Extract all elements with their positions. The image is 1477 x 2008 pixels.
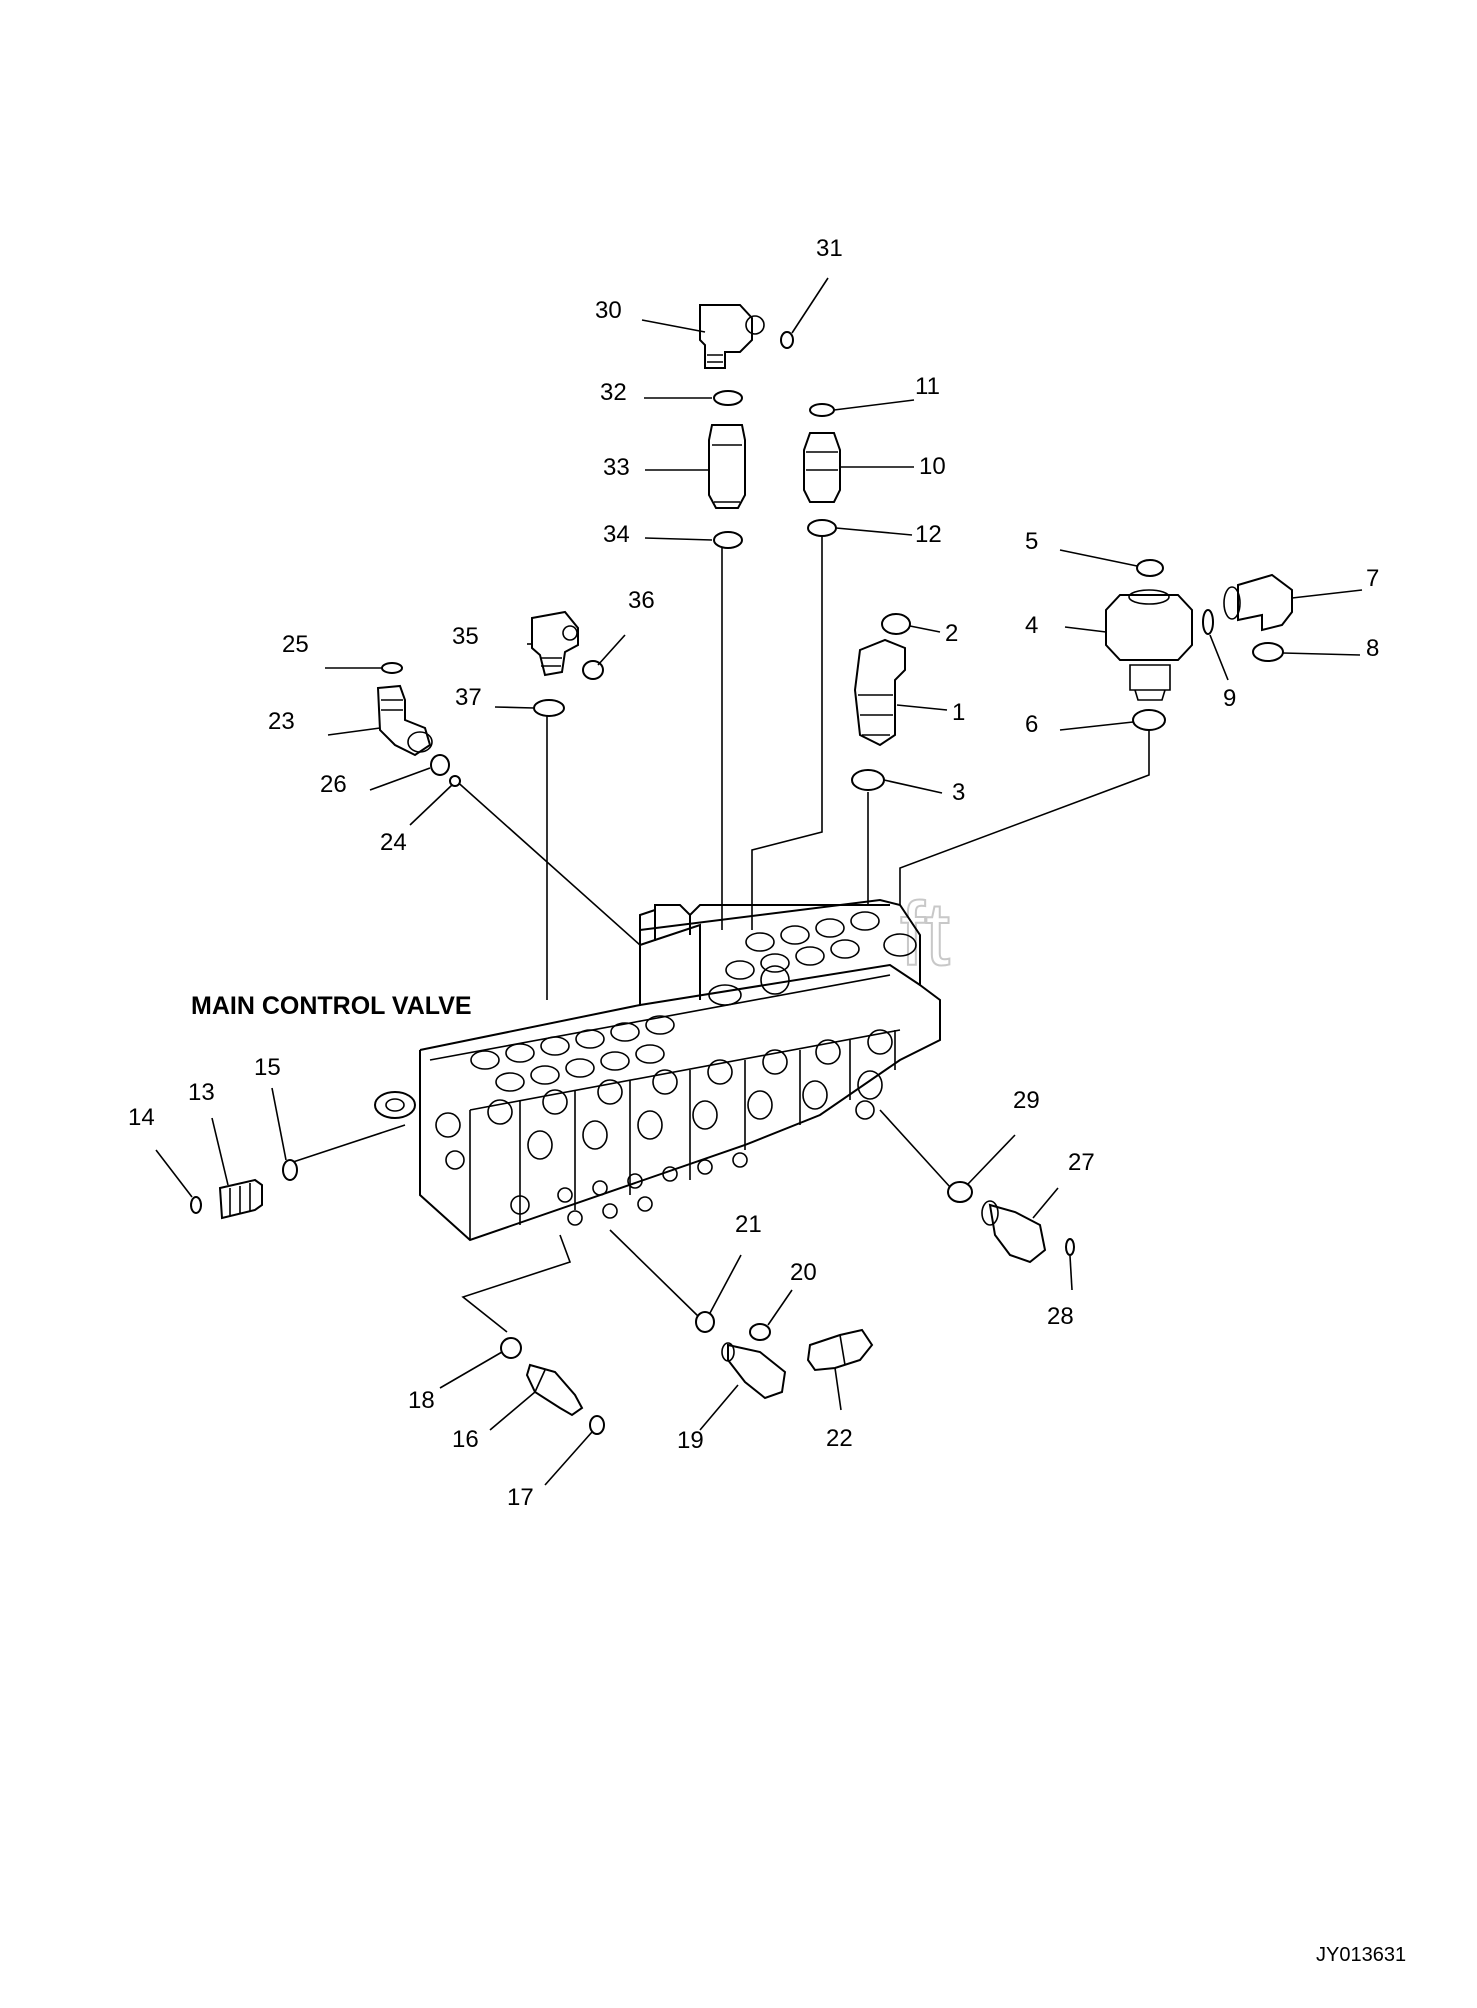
part-9-o-ring (1202, 609, 1214, 635)
part-1-fitting (853, 638, 906, 747)
callout-1: 1 (952, 699, 965, 726)
callout-34: 34 (603, 521, 630, 548)
callout-5: 5 (1025, 528, 1038, 555)
callout-7: 7 (1366, 565, 1379, 592)
callout-26: 26 (320, 771, 347, 798)
callout-17: 17 (507, 1484, 534, 1511)
part-12-o-ring (807, 519, 837, 537)
callout-6: 6 (1025, 711, 1038, 738)
callout-leaders (155, 277, 1363, 1486)
part-22-sensor (806, 1328, 874, 1372)
part-13-plug (218, 1178, 263, 1220)
main-control-valve-body (374, 898, 941, 1242)
part-35-elbow (531, 610, 579, 677)
callout-31: 31 (816, 235, 843, 262)
part-10-valve (803, 432, 841, 503)
part-24-plug (449, 775, 461, 787)
callout-8: 8 (1366, 635, 1379, 662)
callout-2: 2 (945, 620, 958, 647)
part-4-block (1105, 589, 1193, 701)
callout-33: 33 (603, 454, 630, 481)
part-15-o-ring (282, 1159, 298, 1181)
part-28-o-ring (1065, 1238, 1075, 1256)
part-7-elbow (1223, 573, 1293, 632)
callout-28: 28 (1047, 1303, 1074, 1330)
callout-9: 9 (1223, 685, 1236, 712)
part-31-o-ring (780, 331, 794, 349)
callout-11: 11 (915, 373, 940, 400)
part-17-o-ring (589, 1415, 605, 1435)
part-16-valve (525, 1363, 584, 1417)
callout-30: 30 (595, 297, 622, 324)
callout-labels: 1 2 3 4 5 6 7 8 9 10 11 12 13 14 15 16 1… (128, 235, 1379, 1511)
callout-10: 10 (919, 453, 946, 480)
callout-12: 12 (915, 521, 942, 548)
callout-25: 25 (282, 631, 309, 658)
mounting-lug (374, 1091, 416, 1119)
callout-4: 4 (1025, 612, 1038, 639)
part-3-o-ring (851, 769, 885, 791)
part-20-o-ring (749, 1323, 771, 1341)
callout-36: 36 (628, 587, 655, 614)
callout-20: 20 (790, 1259, 817, 1286)
callout-3: 3 (952, 779, 965, 806)
part-23-elbow (376, 684, 433, 757)
callout-18: 18 (408, 1387, 435, 1414)
part-5-o-ring (1136, 559, 1164, 577)
part-25-o-ring (381, 662, 403, 674)
part-37-o-ring (533, 699, 565, 717)
callout-27: 27 (1068, 1149, 1095, 1176)
callout-24: 24 (380, 829, 407, 856)
diagram-title: MAIN CONTROL VALVE (191, 992, 472, 1020)
callout-14: 14 (128, 1104, 155, 1131)
callout-32: 32 (600, 379, 627, 406)
part-34-o-ring (713, 531, 743, 549)
callout-19: 19 (677, 1427, 704, 1454)
part-29-o-ring (947, 1181, 973, 1203)
part-6-o-ring (1132, 709, 1166, 731)
callout-23: 23 (268, 708, 295, 735)
callout-35: 35 (452, 623, 479, 650)
part-8-o-ring (1252, 642, 1284, 662)
callout-29: 29 (1013, 1087, 1040, 1114)
part-32-o-ring (713, 390, 743, 406)
callout-15: 15 (254, 1054, 281, 1081)
part-33-valve (708, 424, 746, 509)
part-14-o-ring (190, 1196, 202, 1214)
callout-22: 22 (826, 1425, 853, 1452)
part-21-o-ring (695, 1311, 715, 1333)
drawing-code: JY013631 (1316, 1944, 1406, 1966)
part-30-elbow (699, 304, 765, 369)
callout-16: 16 (452, 1426, 479, 1453)
callout-21: 21 (735, 1211, 762, 1238)
leader-lines (289, 535, 1150, 1333)
part-2-o-ring (881, 613, 911, 635)
part-26-o-ring (430, 754, 450, 776)
part-36-o-ring (582, 660, 604, 680)
part-27-elbow (981, 1200, 1047, 1264)
callout-37: 37 (455, 684, 482, 711)
part-18-o-ring (500, 1337, 522, 1359)
part-19-sensor (721, 1342, 787, 1400)
part-11-o-ring (809, 403, 835, 417)
callout-13: 13 (188, 1079, 215, 1106)
